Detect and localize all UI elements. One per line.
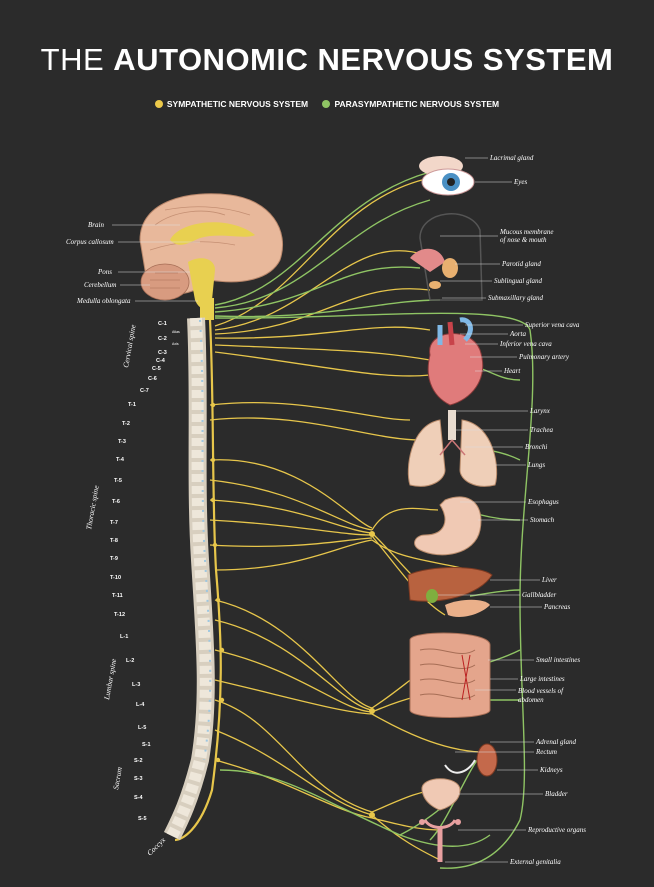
label-blood-vessels-1: Blood vessels of (518, 687, 564, 695)
vertebra-label: S-2 (134, 758, 143, 764)
legend: SYMPATHETIC NERVOUS SYSTEM PARASYMPATHET… (0, 99, 654, 109)
vertebra-label: C-4 (156, 358, 166, 364)
page-title: THE AUTONOMIC NERVOUS SYSTEM (40, 42, 614, 77)
label-brain: Brain (88, 221, 104, 229)
vertebra-label: T-5 (114, 478, 122, 484)
vertebra-label: T-6 (112, 499, 120, 505)
label-reproductive: Reproductive organs (527, 826, 586, 834)
label-cerebellum: Cerebellum (84, 281, 116, 289)
spine-region-labels: Cervical spine Thoracic spine Lumbar spi… (84, 323, 167, 857)
brain-illustration (139, 193, 284, 320)
label-genitalia: External genitalia (509, 858, 561, 866)
label-lacrimal: Lacrimal gland (489, 154, 534, 162)
vertebra-label: L-4 (136, 702, 145, 708)
brain-labels: Brain Corpus callosum Pons Cerebellum Me… (66, 221, 131, 305)
label-lungs: Lungs (527, 461, 545, 469)
vertebra-label: T-2 (122, 421, 130, 427)
legend-parasympathetic: PARASYMPATHETIC NERVOUS SYSTEM (322, 99, 499, 109)
legend-sympathetic: SYMPATHETIC NERVOUS SYSTEM (154, 99, 308, 109)
label-submaxillary: Submaxillary gland (488, 294, 544, 302)
label-mucous-1: Mucous membrane (499, 228, 553, 236)
liver-illustration (407, 567, 493, 617)
vertebra-label: C-7 (140, 388, 149, 394)
vertebra-label: C-2 (158, 336, 167, 342)
label-adrenal: Adrenal gland (535, 738, 576, 746)
lungs-illustration (407, 410, 498, 487)
vertebra-label: T-1 (128, 402, 136, 408)
vertebra-label: L-1 (120, 634, 128, 640)
spine-illustration (163, 317, 215, 841)
vertebra-label: T-7 (110, 520, 118, 526)
axis-label: Axis (172, 342, 179, 346)
vertebra-label: S-3 (134, 776, 143, 782)
label-sublingual: Sublingual gland (494, 277, 543, 285)
vertebra-label: C-3 (158, 350, 167, 356)
vertebra-label: L-3 (132, 682, 140, 688)
label-bladder: Bladder (545, 790, 568, 798)
label-esophagus: Esophagus (527, 498, 559, 506)
vertebra-label: S-1 (142, 742, 151, 748)
label-kidneys: Kidneys (539, 766, 563, 774)
label-inferior-vena-cava: Inferior vena cava (499, 340, 552, 348)
label-medulla: Medulla oblongata (76, 297, 131, 305)
label-parotid: Parotid gland (501, 260, 541, 268)
label-bronchi: Bronchi (525, 443, 547, 451)
parasympathetic-dot-icon (322, 100, 331, 108)
bladder-illustration (421, 778, 461, 811)
vertebra-label: T-3 (118, 439, 126, 445)
stomach-illustration (414, 496, 482, 556)
atlas-label: Atlas (172, 330, 180, 334)
sympathetic-nerves (209, 177, 481, 861)
vertebra-label: T-11 (112, 593, 123, 599)
label-blood-vessels-2: abdomen (518, 696, 544, 704)
vertebra-label: T-4 (116, 457, 125, 463)
parasympathetic-nerves (214, 171, 534, 869)
heart-illustration (427, 317, 484, 406)
vertebra-labels: C-1 C-2 C-3 C-4 C-5 C-6 C-7 T-1 T-2 T-3 … (110, 321, 180, 822)
label-lumbar-spine: Lumbar spine (102, 657, 118, 701)
sympathetic-chain (174, 319, 222, 842)
label-larynx: Larynx (529, 407, 551, 415)
label-small-intestines: Small intestines (536, 656, 580, 664)
label-trachea: Trachea (530, 426, 553, 434)
label-gallbladder: Gallbladder (522, 591, 556, 599)
label-liver: Liver (541, 576, 557, 584)
sympathetic-ganglia (210, 402, 375, 818)
label-coccyx: Coccyx (145, 835, 167, 857)
reproductive-illustration (419, 819, 461, 862)
label-rectum: Rectum (535, 748, 557, 756)
label-thoracic-spine: Thoracic spine (84, 484, 101, 530)
vertebra-label: C-1 (158, 321, 167, 327)
label-cervical-spine: Cervical spine (121, 323, 138, 368)
intestines-illustration (409, 632, 491, 718)
head-illustration (410, 213, 483, 301)
label-corpus-callosum: Corpus callosum (66, 238, 114, 246)
vertebra-label: C-6 (148, 376, 157, 382)
label-pons: Pons (97, 268, 112, 276)
label-superior-vena-cava: Superior vena cava (525, 321, 580, 329)
label-large-intestines: Large intestines (519, 675, 565, 683)
vertebra-label: T-10 (110, 575, 121, 581)
label-stomach: Stomach (530, 516, 555, 524)
vertebra-label: S-5 (138, 816, 147, 822)
vertebra-label: S-4 (134, 795, 144, 801)
vertebra-label: C-5 (152, 366, 161, 372)
leader-lines (112, 157, 543, 863)
label-sacrum: Sacrum (111, 766, 124, 791)
vertebra-label: L-2 (126, 658, 134, 664)
label-eyes: Eyes (513, 178, 527, 186)
sympathetic-dot-icon (154, 100, 163, 108)
organ-labels: Lacrimal gland Eyes Mucous membrane of n… (488, 154, 586, 866)
label-heart: Heart (503, 367, 521, 375)
label-mucous-2: of nose & mouth (500, 236, 547, 244)
label-pulmonary-artery: Pulmonary artery (518, 353, 570, 361)
vertebra-label: T-9 (110, 556, 118, 562)
label-pancreas: Pancreas (543, 603, 570, 611)
vertebra-label: T-12 (114, 612, 125, 618)
vertebra-label: L-5 (138, 725, 146, 731)
vertebra-label: T-8 (110, 538, 118, 544)
label-aorta: Aorta (509, 330, 526, 338)
eye-illustration (419, 156, 475, 196)
